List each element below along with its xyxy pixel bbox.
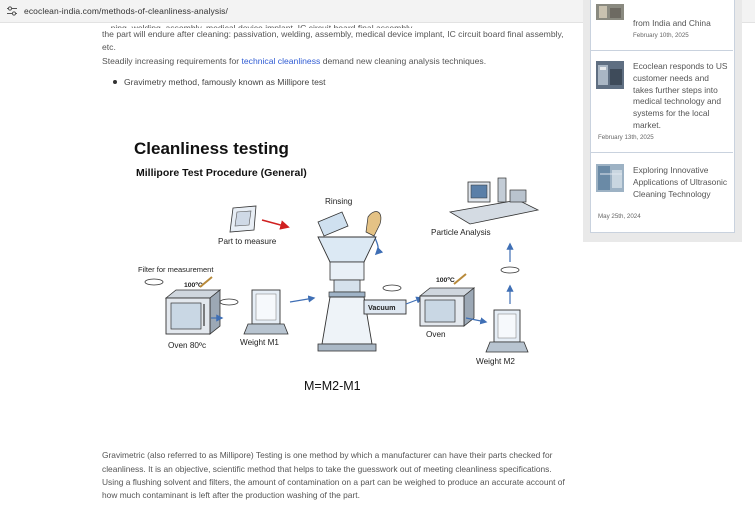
post-title-1[interactable]: from India and China	[633, 18, 711, 28]
sidebar-divider-2	[590, 152, 733, 153]
gravimetric-paragraph: Gravimetric (also referred to as Millipo…	[102, 450, 565, 500]
sidebar-recent-posts	[583, 0, 742, 242]
label-filter: Filter for measurement	[138, 265, 214, 274]
article-line-3: Steadily increasing requirements for tec…	[102, 55, 487, 66]
url-text: ecoclean-india.com/methods-of-cleanlines…	[24, 6, 228, 16]
label-particle-analysis: Particle Analysis	[431, 228, 491, 237]
scale-m2-image	[485, 309, 529, 353]
address-bar[interactable]: ecoclean-india.com/methods-of-cleanlines…	[0, 0, 755, 23]
label-oven-1: Oven 80ºc	[168, 341, 206, 350]
formula: M=M2-M1	[304, 379, 361, 393]
bullet-text: Gravimetry method, famously known as Mil…	[124, 77, 326, 87]
filter-disc-icon	[144, 278, 164, 286]
label-weight-m1: Weight M1	[240, 338, 279, 347]
sidebar-panel	[590, 0, 735, 233]
label-temp-1: 100ºC	[184, 282, 203, 289]
post-thumbnail-3[interactable]	[596, 164, 624, 192]
article-line-1: the part will endure after cleaning: pas…	[102, 29, 564, 39]
bullet-dot	[113, 80, 117, 84]
figure-subtitle: Millipore Test Procedure (General)	[136, 167, 307, 179]
label-weight-m2: Weight M2	[476, 357, 515, 366]
technical-cleanliness-link[interactable]: technical cleanliness	[241, 55, 321, 66]
post-thumbnail-1[interactable]	[596, 4, 624, 20]
vacuum-box	[363, 299, 407, 315]
sidebar-divider-1	[590, 50, 733, 51]
post-title-3[interactable]: Exploring Innovative Applications of Ult…	[633, 165, 728, 199]
part-to-measure-image	[229, 205, 290, 233]
label-vacuum: Vacuum	[368, 303, 396, 312]
post-date-3: May 25th, 2024	[598, 213, 641, 220]
post-date-1: February 10th, 2025	[633, 32, 689, 39]
article-body: …ning, welding, assembly, medical device…	[102, 14, 570, 68]
label-oven-2: Oven	[426, 330, 446, 339]
figure-title: Cleanliness testing	[134, 139, 289, 158]
label-rinsing: Rinsing	[325, 197, 353, 206]
bullet-item: Gravimetry method, famously known as Mil…	[113, 77, 326, 87]
post-thumbnail-2[interactable]	[596, 61, 624, 89]
rinsing-apparatus-image	[317, 211, 384, 352]
cut-line: …ning, welding, assembly, medical device…	[102, 23, 415, 28]
label-temp-2: 100ºC	[436, 277, 455, 284]
cleanliness-testing-diagram: Cleanliness testing Millipore Test Proce…	[134, 139, 540, 393]
label-part: Part to measure	[218, 237, 277, 246]
microscope-station-image	[448, 177, 540, 225]
scale-m1-image	[243, 289, 289, 335]
filter-disc-4-icon	[500, 266, 520, 274]
post-title-2[interactable]: Ecoclean responds to US customer needs a…	[633, 61, 728, 130]
filter-disc-3-icon	[382, 284, 402, 292]
article-line-2: etc.	[102, 42, 116, 53]
site-info-icon[interactable]	[6, 5, 18, 17]
post-date-2: February 13th, 2025	[598, 134, 654, 141]
oven-2-image	[418, 273, 476, 327]
filter-disc-2-icon	[219, 298, 239, 306]
oven-1-image	[164, 276, 222, 335]
